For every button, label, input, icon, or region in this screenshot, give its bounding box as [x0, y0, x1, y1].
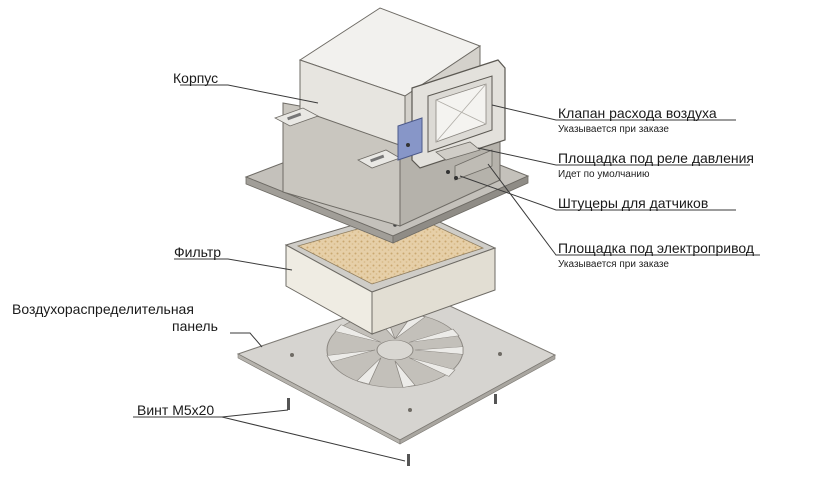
- screw-group: [287, 394, 497, 466]
- label-filter: Фильтр: [174, 244, 222, 260]
- label-actuator-pad: Площадка под электропривод: [558, 240, 755, 256]
- air-flow-valve: [397, 59, 506, 169]
- label-air-valve: Клапан расхода воздуха: [558, 105, 717, 121]
- label-relay-pad: Площадка под реле давления: [558, 150, 754, 166]
- air-distribution-panel: [236, 291, 557, 445]
- swirl-diffuser: [326, 312, 464, 388]
- label-housing: Корпус: [173, 70, 219, 86]
- label-actuator-note: Указывается при заказе: [558, 259, 669, 270]
- filter: [284, 207, 497, 335]
- label-relay-note: Идет по умолчанию: [558, 169, 650, 180]
- label-fittings: Штуцеры для датчиков: [558, 195, 709, 211]
- label-panel-line2: панель: [172, 318, 218, 334]
- housing: [274, 7, 506, 227]
- leader-lines: [133, 84, 760, 462]
- label-panel-line1: Воздухораспределительная: [12, 301, 194, 317]
- label-screw: Винт М5х20: [137, 402, 215, 418]
- label-air-valve-note: Указывается при заказе: [558, 124, 669, 135]
